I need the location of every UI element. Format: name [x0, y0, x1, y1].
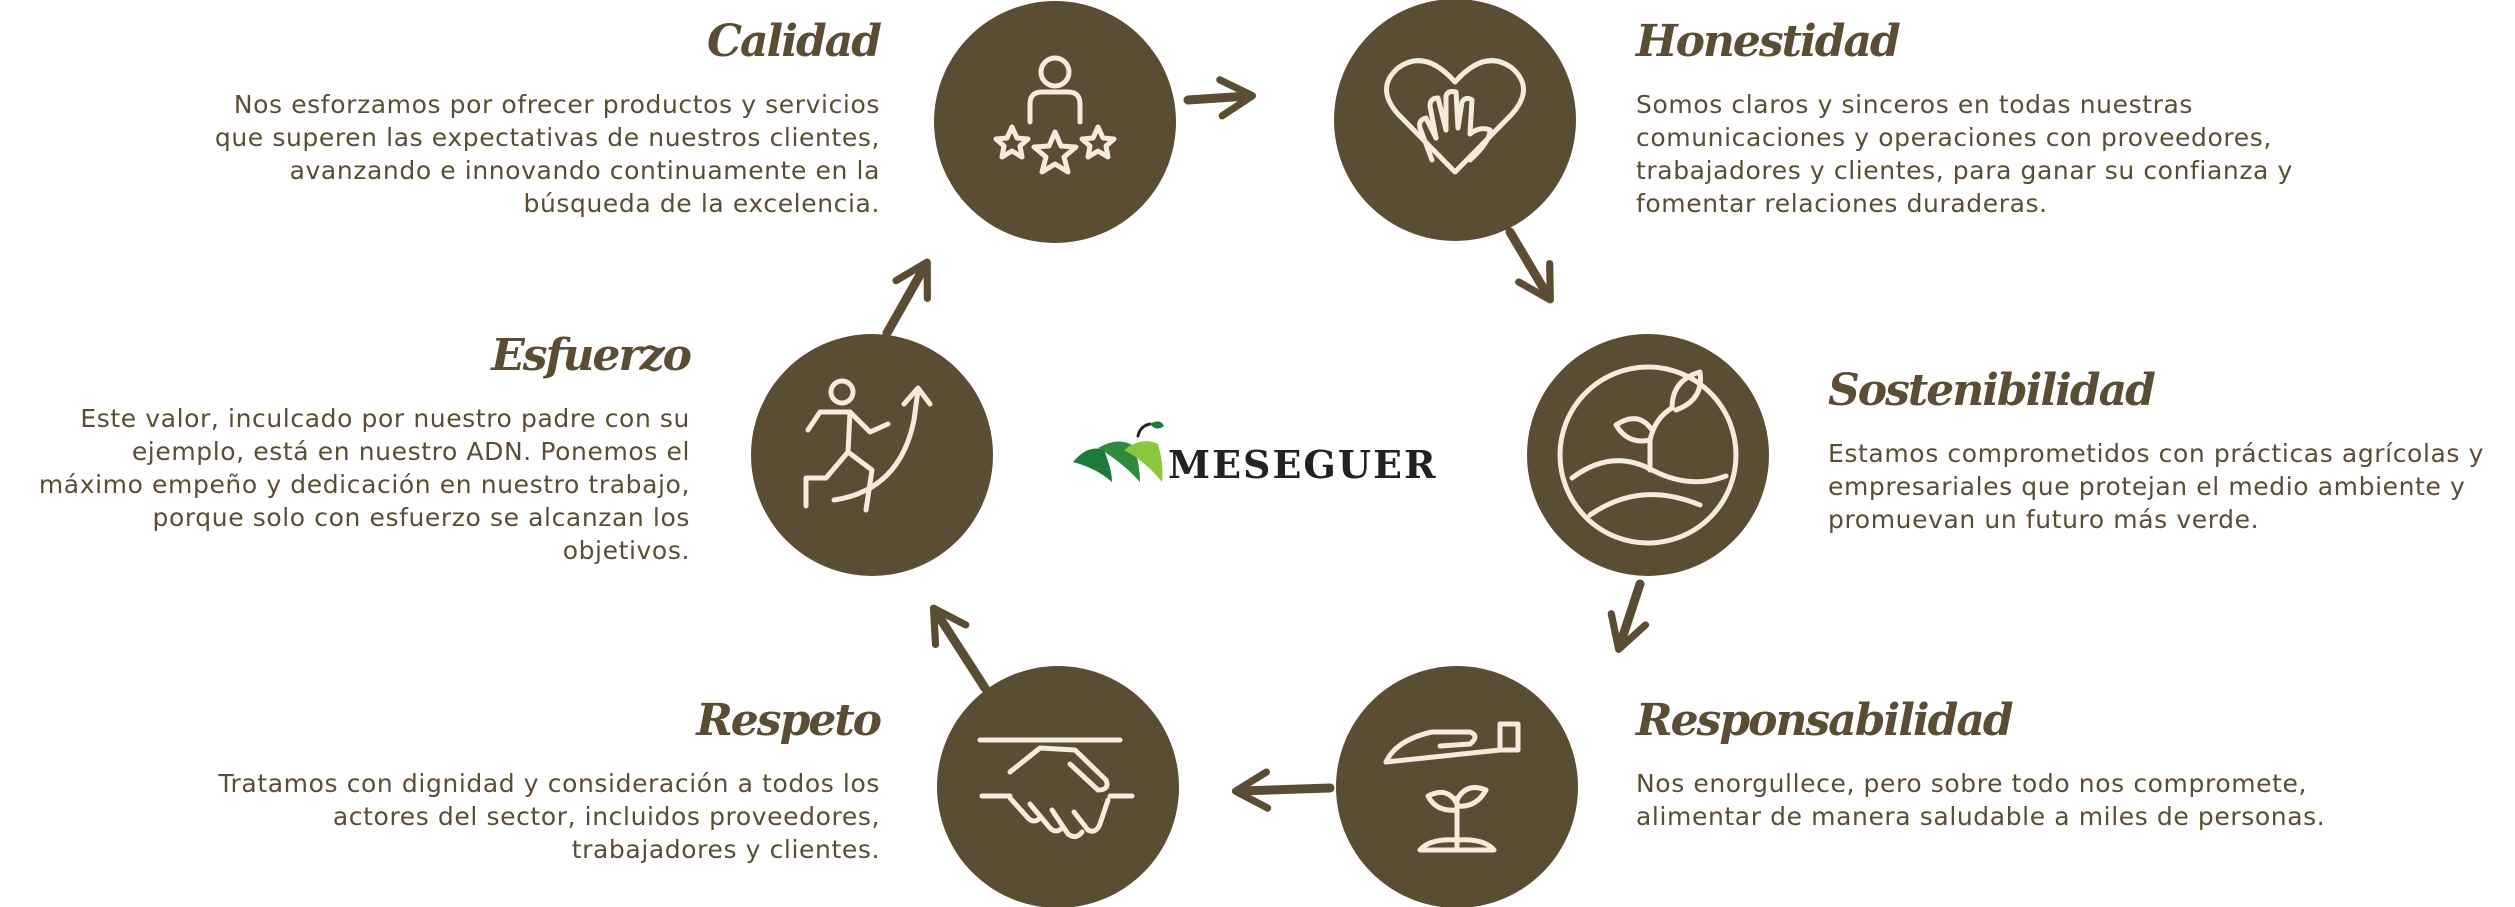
cycle-arrows [882, 76, 1650, 812]
arrow-esfuerzo-to-calidad [882, 258, 931, 338]
person-stars-icon [993, 55, 1117, 175]
value-title: Calidad [707, 16, 882, 67]
circle-calidad [934, 1, 1176, 243]
value-calidad: Calidad Nos esforzamos por ofrecer produ… [180, 16, 882, 220]
circle-respeto [937, 666, 1179, 907]
value-description: Tratamos con dignidad y consideración a … [218, 769, 880, 865]
climbing-person-icon [803, 378, 933, 513]
brand-name: MESEGUER [1168, 442, 1438, 487]
arrow-respeto-to-esfuerzo [929, 604, 990, 693]
value-title: Esfuerzo [491, 330, 692, 381]
value-esfuerzo: Esfuerzo Este valor, inculcado por nuest… [25, 330, 692, 567]
value-honestidad: Honestidad Somos claros y sinceros en to… [1636, 16, 2336, 220]
circle-responsabilidad [1336, 666, 1578, 907]
value-responsabilidad: Responsabilidad Nos enorgullece, pero so… [1636, 695, 2336, 833]
arrow-responsabilidad-to-respeto [1231, 768, 1335, 812]
value-title: Responsabilidad [1636, 695, 2014, 746]
value-title: Sostenibilidad [1828, 365, 2156, 416]
arrow-calidad-to-honestidad [1183, 76, 1257, 120]
hand-plant-icon [1383, 721, 1521, 853]
value-description: Estamos comprometidos con prácticas agrí… [1828, 439, 2484, 535]
value-description: Somos claros y sinceros en todas nuestra… [1636, 90, 2293, 219]
value-description: Nos esforzamos por ofrecer productos y s… [214, 90, 880, 219]
arrow-honestidad-to-sostenibilidad [1505, 227, 1554, 304]
heart-hand-icon [1384, 58, 1526, 175]
value-description: Este valor, inculcado por nuestro padre … [38, 404, 690, 566]
arrow-sostenibilidad-to-responsabilidad [1607, 579, 1650, 653]
value-respeto: Respeto Tratamos con dignidad y consider… [180, 695, 882, 866]
value-title: Honestidad [1636, 16, 1901, 67]
value-sostenibilidad: Sostenibilidad Estamos comprometidos con… [1828, 365, 2510, 536]
sprout-hills-icon [1557, 364, 1739, 546]
logo-leaves-icon [1073, 421, 1164, 482]
circle-honestidad [1334, 0, 1576, 241]
handshake-icon [977, 737, 1135, 840]
value-title: Respeto [696, 695, 882, 746]
value-description: Nos enorgullece, pero sobre todo nos com… [1636, 769, 2326, 832]
circle-esfuerzo [751, 334, 993, 576]
brand-logo: MESEGUER [1073, 421, 1438, 487]
